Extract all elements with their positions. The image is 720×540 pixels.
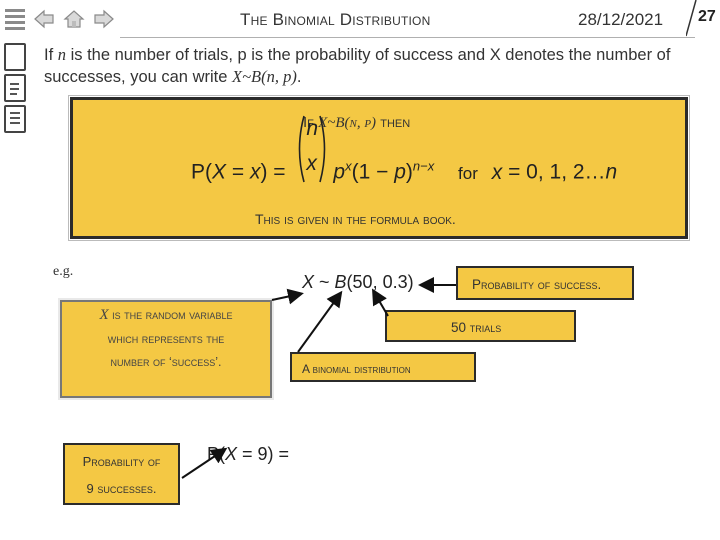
formula-if-prefix: If [303, 114, 319, 131]
random-var-x: X [99, 307, 109, 323]
formula-q-exp: n−x [412, 158, 435, 174]
intro-part1: If [44, 46, 58, 64]
trials-label: 50 trials [385, 310, 576, 342]
probability-of-success-label: Probability of success. [456, 266, 634, 300]
formula-condition: If X~B(n, p) then [303, 114, 410, 132]
binomial-coefficient: n x [295, 114, 329, 184]
notation-b: B [334, 272, 347, 292]
formula-p-exp: x [345, 158, 352, 174]
home-icon[interactable] [63, 8, 85, 30]
menu-icon[interactable] [5, 9, 25, 30]
binomial-distribution-label: A binomial distribution [290, 352, 476, 382]
formula-p-base: p [333, 160, 346, 184]
formula-lhs-xval: x [249, 160, 261, 184]
formula-q-p: p [394, 160, 406, 184]
intro-n-symbol: n [57, 45, 67, 64]
notation-x: X [302, 272, 315, 292]
formula-lhs-p: P( [191, 160, 212, 184]
formula-range-vals: = 0, 1, 2… [502, 160, 606, 184]
prob-nine-line1: Probability of [82, 454, 161, 469]
example-label: e.g. [53, 264, 74, 279]
notes-document-icon[interactable] [4, 74, 26, 102]
target-rest: = 9) = [237, 444, 290, 464]
binom-top: n [306, 117, 319, 140]
notation-params: (50, 0.3) [346, 272, 414, 292]
formula-for: for [458, 163, 478, 183]
header-divider [120, 37, 695, 38]
back-arrow-icon[interactable] [33, 8, 55, 30]
formula-one-minus: (1 − [351, 160, 395, 184]
arrow-to-random-variable [271, 288, 304, 305]
formula-range-x: x [491, 160, 503, 184]
intro-notation: X~B(n, p) [232, 67, 297, 86]
formula-lhs-x: X [212, 160, 227, 184]
notation-tilde: ~ [314, 272, 335, 292]
target-x: X [225, 444, 238, 464]
page-number: 27 [698, 8, 716, 25]
example-notation: X ~ B(50, 0.3) [302, 272, 414, 293]
page-number-tab [686, 0, 697, 37]
random-variable-note: X is the random variable which represent… [60, 300, 272, 398]
formula-if-suffix: then [376, 114, 411, 131]
list-document-icon[interactable] [4, 105, 26, 133]
slide-title: The Binomial Distribution [240, 10, 431, 29]
intro-text: If n is the number of trials, p is the p… [44, 44, 684, 88]
arrow-to-trials [371, 288, 389, 317]
formula-lhs-eq: = [226, 160, 250, 184]
blank-document-icon[interactable] [4, 43, 26, 71]
formula-if-expr: X~B(n, p) [318, 115, 377, 131]
forward-arrow-icon[interactable] [93, 8, 115, 30]
prob-nine-line2: 9 successes. [86, 481, 157, 496]
formula-q-close: ) [405, 160, 413, 184]
random-var-line2: which represents the [107, 331, 225, 346]
formula-range-n: n [605, 160, 618, 184]
random-var-line1: X is the random variable [62, 304, 270, 328]
arrow-to-distribution [297, 290, 343, 353]
formula-lhs-close: ) = [260, 160, 286, 184]
intro-part2: is the number of trials, p is the probab… [44, 46, 671, 86]
random-var-rest: is the random variable [108, 308, 233, 322]
arrow-to-target-x [181, 447, 228, 479]
slide-header: The Binomial Distribution 28/12/2021 27 [0, 0, 720, 40]
binom-bottom: x [306, 152, 317, 175]
formula-book-note: This is given in the formula book. [255, 211, 456, 227]
random-var-line3: number of ‘success’. [110, 355, 222, 369]
binomial-pmf-formula: P(X = x) = n x px(1 − p)n−x for x = 0, 1… [191, 115, 618, 210]
slide-date: 28/12/2021 [578, 10, 664, 29]
formula-box: If X~B(n, p) then P(X = x) = n x px(1 − … [68, 95, 690, 241]
intro-part3: . [296, 68, 302, 86]
probability-nine-successes-note: Probability of 9 successes. [63, 443, 180, 505]
